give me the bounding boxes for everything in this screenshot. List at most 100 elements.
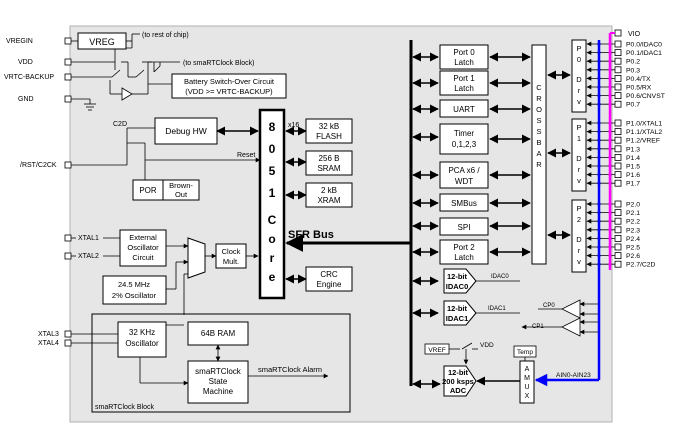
pin-label-p2-3: P2.3 (626, 227, 640, 234)
pin-label-p1-3: P1.3 (626, 146, 640, 153)
vio-tap-p0-4 (608, 76, 612, 80)
pin-label-p2-5: P2.5 (626, 245, 640, 252)
analog-tap-p0-5 (597, 85, 601, 89)
vio-tap-p0-5 (608, 85, 612, 89)
pin-p2-5 (614, 243, 622, 251)
pin-p1-0 (614, 119, 622, 127)
uart-label: UART (453, 105, 475, 114)
pin-label-gnd: GND (18, 96, 34, 103)
pin-p1-5 (614, 162, 622, 170)
amux-block (519, 360, 535, 404)
core-label: 8 0 5 1 C o r e (268, 120, 277, 284)
vio-tap-p2-0 (608, 202, 612, 206)
analog-tap-p2-7 (597, 262, 601, 266)
svg-text:D: D (576, 154, 582, 163)
sfr-bus-label: SFR Bus (288, 229, 334, 241)
to-rest-label: (to rest of chip) (142, 32, 189, 39)
svg-text:0: 0 (269, 142, 276, 156)
comparator-inputs (579, 301, 598, 335)
pin-rst (64, 161, 72, 169)
svg-text:8: 8 (269, 120, 276, 134)
pin-label-p1-2: P1.2/VREF (626, 138, 660, 145)
pin-label-p0-6: P0.6/CNVST (626, 93, 665, 100)
svg-text:1: 1 (269, 186, 276, 200)
pin-p2-4 (614, 234, 622, 242)
pin-label-p1-4: P1.4 (626, 155, 640, 162)
port0-latch-label-1: Port 0 (453, 48, 475, 57)
ext-osc-label-3: Circuit (132, 253, 154, 262)
pin-p1-7 (614, 179, 622, 187)
pin-p2-7 (614, 260, 622, 268)
svg-text:S: S (536, 127, 541, 136)
analog-tap-p0-4 (597, 76, 601, 80)
ext-osc-label-2: Oscillator (127, 243, 159, 252)
idac0-block (443, 268, 477, 294)
pin-p0-7 (614, 100, 622, 108)
pin-label-p0-3: P0.3 (626, 67, 640, 74)
pca-label-1: PCA x6 / (448, 166, 480, 175)
battery-switch-block (171, 73, 287, 99)
pin-p0-6 (614, 92, 622, 99)
pin-label-p1-6: P1.6 (626, 172, 640, 179)
pin-label-p1-7: P1.7 (626, 181, 640, 188)
pin-p0-3 (614, 66, 622, 74)
pin-xtal4 (64, 339, 72, 347)
analog-tap-p0-1 (597, 51, 601, 55)
timer-label-2: 0,1,2,3 (452, 140, 477, 149)
svg-text:M: M (524, 375, 530, 382)
core-8051 (258, 108, 286, 300)
smartclock-block-boundary (91, 313, 351, 413)
pin-p2-0 (614, 200, 622, 208)
svg-text:2: 2 (577, 215, 581, 224)
pin-p0-4 (614, 75, 622, 82)
adc-label-2: 200 ksps (442, 377, 474, 386)
analog-tap-p2-2 (597, 219, 601, 223)
clock-mult-label-2: Mult. (223, 257, 239, 266)
p1-driver (571, 118, 587, 192)
vio-tap-p2-1 (608, 211, 612, 215)
brownout-block (162, 179, 200, 201)
pin-p2-3 (614, 226, 622, 234)
svg-text:r: r (578, 86, 581, 95)
vio-tap-p1-4 (608, 155, 612, 159)
analog-tap-p2-6 (597, 254, 601, 258)
int-osc-label-1: 24.5 MHz (118, 280, 150, 289)
vref-switch (449, 342, 478, 365)
vio-tap-p1-1 (608, 130, 612, 134)
x16-label: x16 (288, 122, 299, 129)
debug-hw-block (154, 117, 218, 145)
pin-p0-0 (614, 40, 622, 48)
svg-text:D: D (576, 75, 582, 84)
port1-latch-label-2: Latch (454, 84, 474, 93)
svg-text:A: A (525, 366, 530, 373)
svg-text:U: U (524, 384, 529, 391)
p0-driver-label: P 0 D r v (576, 44, 582, 106)
smbus-block (439, 193, 489, 212)
svg-text:v: v (577, 97, 581, 106)
flash-label-1: 32 kB (319, 122, 339, 131)
vio-tap-p0-3 (608, 68, 612, 72)
vio-tap-p0-1 (608, 51, 612, 55)
pin-p0-5 (614, 83, 622, 91)
svg-text:e: e (269, 270, 276, 284)
debug-hw-label: Debug HW (165, 126, 207, 136)
svg-text:X: X (525, 393, 530, 400)
pin-vregin (64, 37, 72, 45)
smart-sm-label-3: Machine (203, 387, 234, 396)
svg-text:r: r (578, 165, 581, 174)
analog-tap-p0-2 (597, 59, 601, 63)
vio-tap-p2-6 (608, 254, 612, 258)
amux-label: A M U X (524, 366, 530, 400)
spi-label: SPI (458, 223, 471, 232)
pin-p0-2 (614, 57, 622, 65)
pin-p1-2 (614, 136, 622, 144)
pin-vdd (64, 58, 72, 66)
pin-vrtc-backup (64, 73, 72, 81)
pin-xtal3 (64, 330, 72, 338)
vio-tap-p2-4 (608, 236, 612, 240)
p1-driver-label: P 1 D r v (576, 123, 582, 185)
svg-text:o: o (268, 232, 275, 246)
svg-text:r: r (270, 251, 275, 265)
pin-label-xtal4: XTAL4 (38, 340, 59, 347)
vio-tap-p2-5 (608, 245, 612, 249)
